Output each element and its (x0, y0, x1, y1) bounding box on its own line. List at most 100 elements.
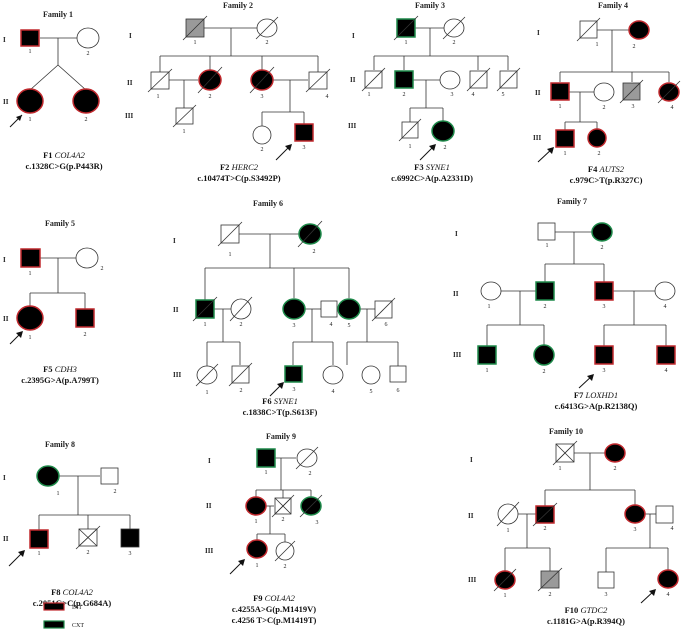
family-4-gen-1: I (537, 29, 540, 37)
svg-text:3: 3 (261, 94, 264, 100)
legend-cxt-label: CXT (72, 623, 84, 629)
svg-text:2: 2 (282, 517, 285, 523)
svg-text:3: 3 (293, 323, 296, 329)
family-9-title: Family 9 (266, 432, 296, 441)
svg-text:2: 2 (84, 332, 87, 338)
family-5-individual-II-2 (75, 308, 95, 328)
family-10-gen-1: I (470, 456, 473, 464)
svg-text:2: 2 (403, 92, 406, 98)
svg-text:4: 4 (472, 92, 475, 98)
family-5: Family 5 I II 1 2 1 2 F5 CDH3 c.2395G>A(… (3, 219, 104, 385)
family-3-gen-1: I (352, 32, 355, 40)
family-7-individual-II-3 (594, 281, 614, 301)
family-7-gen-2: II (453, 290, 459, 298)
svg-text:2: 2 (544, 304, 547, 310)
family-7-individual-I-2 (591, 222, 613, 242)
svg-text:1: 1 (183, 129, 186, 135)
family-9-gen-1: I (208, 457, 211, 465)
svg-text:2: 2 (601, 245, 604, 251)
family-5-caption-gene: F5 CDH3 (43, 364, 77, 374)
family-9-individual-I-1 (256, 448, 276, 468)
family-4: Family 4 I II III 1 2 1 2 3 4 1 2 (533, 1, 681, 185)
family-6-title: Family 6 (253, 199, 283, 208)
family-7-individual-III-1 (477, 345, 497, 365)
svg-text:1: 1 (29, 117, 32, 123)
family-7-caption-variant: c.6413G>A(p.R2138Q) (555, 401, 638, 411)
family-9: Family 9 I II III 1 2 1 2 3 1 2 (205, 432, 323, 625)
family-1-gen-1: I (3, 36, 6, 44)
family-3: Family 3 I II III 1 2 1 2 3 4 5 (348, 1, 521, 183)
svg-text:2: 2 (261, 147, 264, 153)
family-1-gen-2: II (3, 98, 9, 106)
family-4-individual-III-2 (587, 128, 607, 148)
svg-text:4: 4 (332, 389, 335, 395)
family-6-caption-variant: c.1838C>T(p.S613F) (243, 407, 318, 417)
svg-text:2: 2 (240, 322, 243, 328)
family-10-caption-variant: c.1181G>A(p.R394Q) (547, 616, 625, 626)
family-7-caption-gene: F7 LOXHD1 (574, 390, 618, 400)
svg-text:3: 3 (293, 387, 296, 393)
family-7-gen-1: I (455, 230, 458, 238)
svg-text:1: 1 (564, 151, 567, 157)
svg-text:1: 1 (405, 40, 408, 46)
family-5-caption-variant: c.2395G>A(p.A799T) (21, 375, 99, 385)
svg-text:3: 3 (129, 551, 132, 557)
svg-text:2: 2 (549, 592, 552, 598)
family-2-title: Family 2 (223, 1, 253, 10)
family-3-individual-II-3 (439, 70, 461, 90)
family-6-individual-III-5 (361, 365, 381, 385)
family-6-individual-II-3 (282, 298, 306, 320)
family-7-title: Family 7 (557, 197, 587, 206)
svg-text:2: 2 (114, 489, 117, 495)
svg-text:5: 5 (370, 389, 373, 395)
family-4-title: Family 4 (598, 1, 628, 10)
family-9-gen-2: II (206, 502, 212, 510)
family-7-gen-3: III (453, 351, 461, 359)
family-7: Family 7 I II III 1 2 1 2 3 4 1 2 (453, 197, 676, 411)
family-3-caption-variant: c.6992C>A(p.A2331D) (391, 173, 473, 183)
family-7-individual-III-2 (533, 344, 555, 366)
family-8-individual-I-1 (36, 465, 60, 487)
family-10-individual-III-4 (657, 569, 679, 589)
svg-text:3: 3 (634, 527, 637, 533)
family-8-individual-II-3 (120, 528, 140, 548)
family-10-caption-gene: F10 GTDC2 (565, 605, 609, 615)
family-3-gen-2: II (350, 76, 356, 84)
svg-text:3: 3 (303, 145, 306, 151)
family-8-individual-I-2 (100, 467, 119, 485)
svg-text:5: 5 (502, 92, 505, 98)
svg-text:3: 3 (603, 304, 606, 310)
svg-text:2: 2 (614, 466, 617, 472)
svg-text:6: 6 (397, 388, 400, 394)
svg-text:2: 2 (309, 471, 312, 477)
svg-text:2: 2 (101, 266, 104, 272)
family-9-caption-gene: F9 COL4A2 (253, 593, 296, 603)
svg-text:2: 2 (85, 117, 88, 123)
family-1-individual-I-1 (20, 29, 40, 47)
family-8-gen-2: II (3, 535, 9, 543)
family-2-gen-2: II (127, 79, 133, 87)
family-4-individual-II-2 (593, 82, 615, 102)
family-6-gen-1: I (173, 237, 176, 245)
family-8-caption-gene: F8 COL4A2 (51, 587, 94, 597)
svg-text:1: 1 (204, 322, 207, 328)
family-1-caption-variant: c.1328C>G(p.P443R) (25, 161, 102, 171)
family-10-title: Family 10 (549, 427, 583, 436)
svg-text:4: 4 (667, 592, 670, 598)
svg-text:1: 1 (29, 271, 32, 277)
svg-text:4: 4 (330, 322, 333, 328)
family-5-gen-1: I (3, 256, 6, 264)
family-3-gen-3: III (348, 122, 356, 130)
svg-text:1: 1 (486, 368, 489, 374)
family-1-individual-I-2 (76, 27, 100, 49)
family-8: Family 8 I II 1 2 1 2 3 F8 COL4A2 c.2051… (3, 440, 140, 608)
svg-text:1: 1 (29, 335, 32, 341)
family-2-gen-3: III (125, 112, 133, 120)
family-9-individual-II-1 (245, 496, 267, 516)
family-6-individual-III-4 (322, 365, 344, 385)
family-10-individual-II-4 (655, 505, 674, 524)
svg-text:1: 1 (256, 563, 259, 569)
legend-ixt-swatch (43, 602, 65, 611)
svg-text:1: 1 (57, 491, 60, 497)
legend-ixt-label: IXT (72, 605, 82, 611)
